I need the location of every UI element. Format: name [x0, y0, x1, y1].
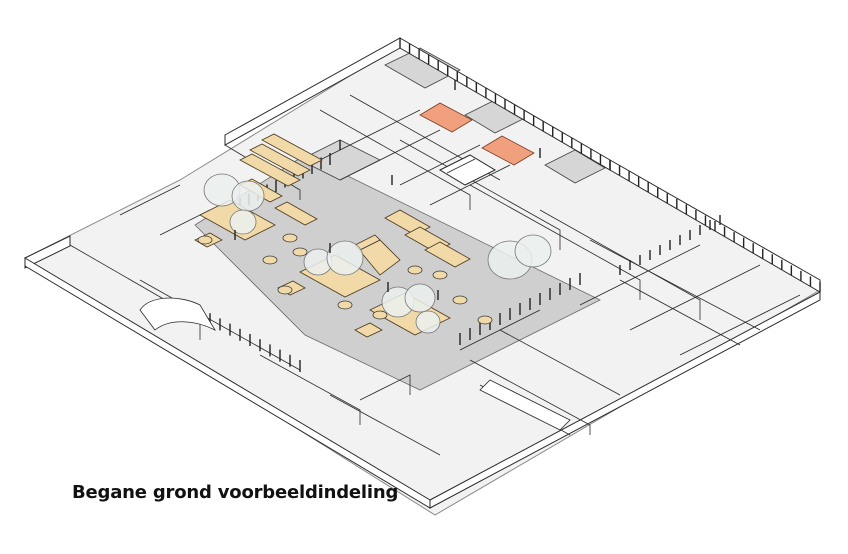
transparent-pods [203, 173, 552, 334]
round-table [282, 233, 298, 243]
pod-7 [404, 283, 436, 313]
round-table [477, 315, 493, 325]
round-table [337, 300, 353, 310]
table-row-a1 [249, 143, 311, 177]
perimeter-walls [24, 37, 821, 509]
stairwell-upper [438, 154, 497, 186]
round-table [452, 295, 468, 305]
highlighted-room-1 [419, 102, 473, 133]
table-long-5 [424, 241, 471, 268]
office-room-3 [544, 149, 606, 184]
central-staircase [354, 234, 401, 276]
round-table [277, 285, 293, 295]
round-tables [197, 233, 493, 325]
office-room-1 [384, 47, 461, 89]
round-table [262, 255, 278, 265]
pod-2 [231, 180, 265, 212]
pod-10 [514, 234, 552, 268]
round-table [292, 247, 308, 257]
table-long-2 [274, 201, 318, 226]
plan-caption: Begane grond voorbeeldindeling [72, 482, 399, 503]
pod-3 [229, 209, 257, 235]
pod-8 [415, 310, 441, 334]
people-figures [234, 80, 541, 300]
table-row-a3 [239, 153, 301, 187]
round-table [372, 310, 388, 320]
round-table [197, 235, 213, 245]
highlighted-room-2 [481, 135, 535, 166]
pod-5 [326, 240, 364, 276]
table-row-a2 [261, 133, 323, 167]
bench-3 [354, 322, 383, 338]
round-table [432, 270, 448, 280]
ramp-front [139, 297, 571, 431]
round-table [407, 265, 423, 275]
